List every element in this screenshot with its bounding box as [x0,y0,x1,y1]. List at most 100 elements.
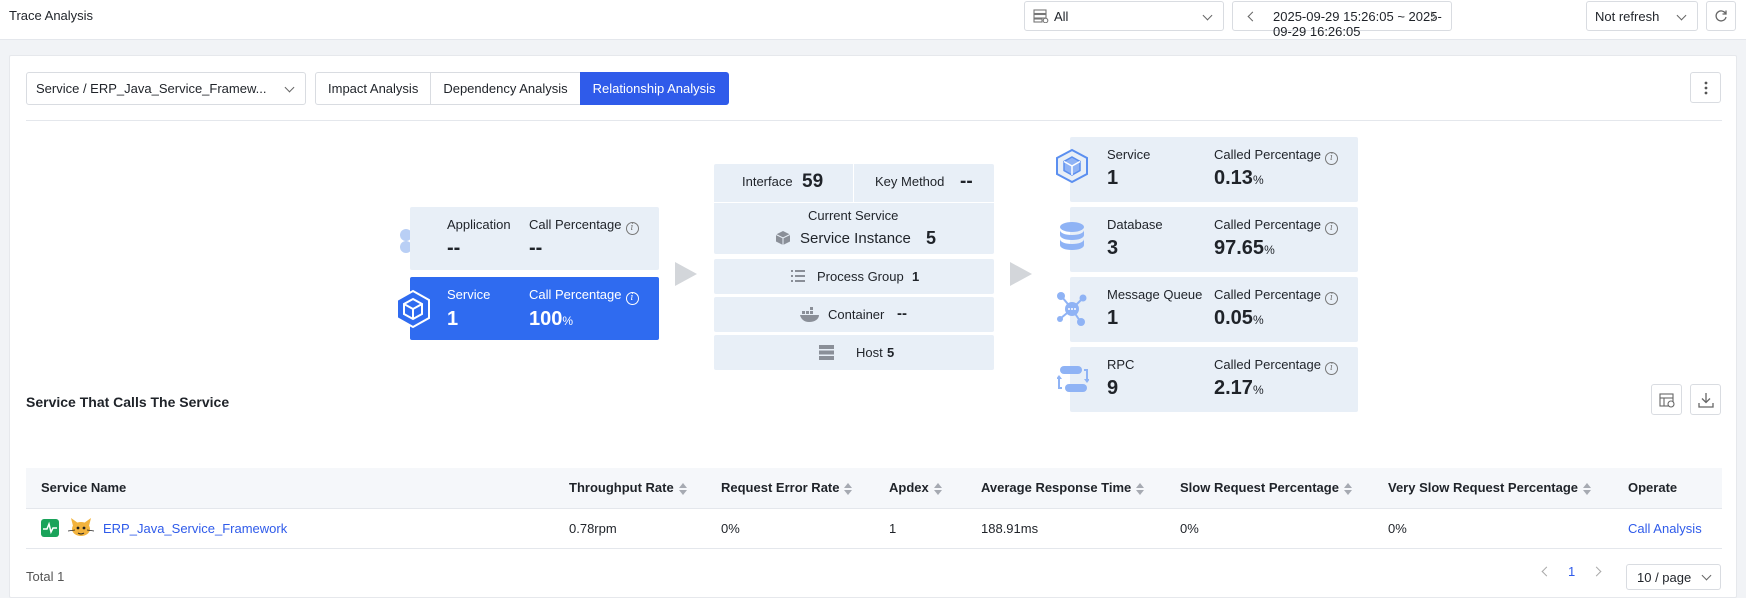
table-row: ERP_Java_Service_Framework 0.78rpm 0% 1 … [26,508,1722,549]
chevron-down-icon [284,82,295,93]
info-icon[interactable]: i [1324,362,1338,375]
column-settings-button[interactable] [1651,384,1682,415]
service-call-percentage: 100% [529,308,574,330]
service-label: Service [447,287,491,302]
chevron-down-icon [1701,570,1712,581]
info-icon[interactable]: i [625,222,639,235]
column-apdex[interactable]: Apdex [874,468,966,509]
main-panel: Service / ERP_Java_Service_Framew... Imp… [9,55,1737,598]
message-queue-icon [1057,292,1087,326]
sort-icon[interactable] [933,482,942,495]
time-range-value[interactable]: 2025-09-29 15:26:05 ~ 2025-09-29 16:26:0… [1273,9,1442,39]
more-vertical-icon [1704,81,1707,94]
application-label: Application [447,217,511,232]
error-rate-cell: 0% [706,508,874,549]
tab-relationship-analysis[interactable]: Relationship Analysis [579,72,729,105]
sort-icon[interactable] [844,482,853,495]
more-options-button[interactable] [1690,72,1721,103]
service-name-link[interactable]: ERP_Java_Service_Framework [103,520,288,536]
current-service-box: Interface 59 Key Method -- Current Servi… [714,164,994,254]
flow-arrow [675,262,697,286]
key-method-label: Key Method [875,174,945,189]
container-label: Container [828,307,885,322]
call-analysis-link[interactable]: Call Analysis [1628,520,1702,536]
interface-value[interactable]: 59 [802,171,824,192]
time-range-picker[interactable]: 2025-09-29 15:26:05 ~ 2025-09-29 16:26:0… [1232,1,1452,39]
docker-icon [800,307,819,322]
slow-pct-cell: 0% [1165,508,1373,549]
tab-dependency-analysis[interactable]: Dependency Analysis [430,72,581,105]
refresh-select[interactable]: Not refresh [1586,1,1698,31]
sort-icon[interactable] [1136,482,1145,495]
container-row[interactable]: Container -- [714,297,994,332]
divider [714,202,994,203]
sort-icon[interactable] [678,482,687,495]
analysis-tabs: Impact Analysis Dependency Analysis Rela… [315,72,729,105]
current-service-label: Current Service [808,208,899,223]
chevron-down-icon [1202,10,1213,21]
process-group-row[interactable]: Process Group 1 [714,259,994,294]
host-row[interactable]: Host 5 [714,335,994,370]
downstream-rpc-count: 9 [1107,377,1119,399]
very-slow-pct-cell: 0% [1373,508,1613,549]
info-icon[interactable]: i [625,292,639,305]
downstream-database-count: 3 [1107,237,1119,259]
downstream-database-label: Database [1107,217,1163,232]
page-number[interactable]: 1 [1568,564,1576,579]
divider [853,164,854,202]
info-icon[interactable]: i [1324,292,1338,305]
download-button[interactable] [1690,384,1721,415]
service-name-cell: ERP_Java_Service_Framework [26,508,554,549]
service-instance-label: Service Instance [800,230,911,247]
tab-impact-analysis[interactable]: Impact Analysis [315,72,432,105]
application-count: -- [447,237,461,259]
page-title: Trace Analysis [9,8,94,23]
page-size-select[interactable]: 10 / page [1626,564,1721,590]
environment-select[interactable]: All [1024,1,1224,31]
info-icon[interactable]: i [1324,222,1338,235]
operate-cell: Call Analysis [1613,508,1722,549]
refresh-button[interactable] [1706,1,1736,31]
downstream-service-label: Service [1107,147,1151,162]
database-icon [1060,222,1084,250]
downstream-message-queue-percentage: 0.05% [1214,307,1264,329]
downstream-database-percentage: 97.65% [1214,237,1275,259]
downstream-service-percentage: 0.13% [1214,167,1264,189]
health-status-icon [41,519,59,537]
list-icon [791,270,805,282]
column-average-response-time[interactable]: Average Response Time [966,468,1165,509]
column-operate: Operate [1613,468,1722,509]
table-header-row: Service Name Throughput Rate Request Err… [26,468,1722,509]
column-service-name: Service Name [26,468,554,509]
callers-section-title: Service That Calls The Service [26,394,230,410]
service-instance-value[interactable]: 5 [926,228,937,248]
pagination: 1 [1541,564,1602,579]
column-slow-request-percentage[interactable]: Slow Request Percentage [1165,468,1373,509]
next-page-icon[interactable] [1591,566,1602,577]
scope-select[interactable]: Service / ERP_Java_Service_Framew... [26,72,306,105]
sort-icon[interactable] [1343,482,1352,495]
download-icon [1697,392,1714,408]
avg-response-cell: 188.91ms [966,508,1165,549]
server-list-icon [1033,9,1049,23]
info-icon[interactable]: i [1324,152,1338,165]
column-very-slow-request-percentage[interactable]: Very Slow Request Percentage [1373,468,1613,509]
apdex-cell: 1 [874,508,966,549]
column-throughput-rate[interactable]: Throughput Rate [554,468,706,509]
downstream-rpc-label: RPC [1107,357,1135,372]
sort-icon[interactable] [1583,482,1592,495]
column-request-error-rate[interactable]: Request Error Rate [706,468,874,509]
process-group-label: Process Group [817,269,904,284]
previous-page-icon[interactable] [1541,566,1552,577]
throughput-cell: 0.78rpm [554,508,706,549]
previous-range-icon[interactable] [1247,11,1258,22]
